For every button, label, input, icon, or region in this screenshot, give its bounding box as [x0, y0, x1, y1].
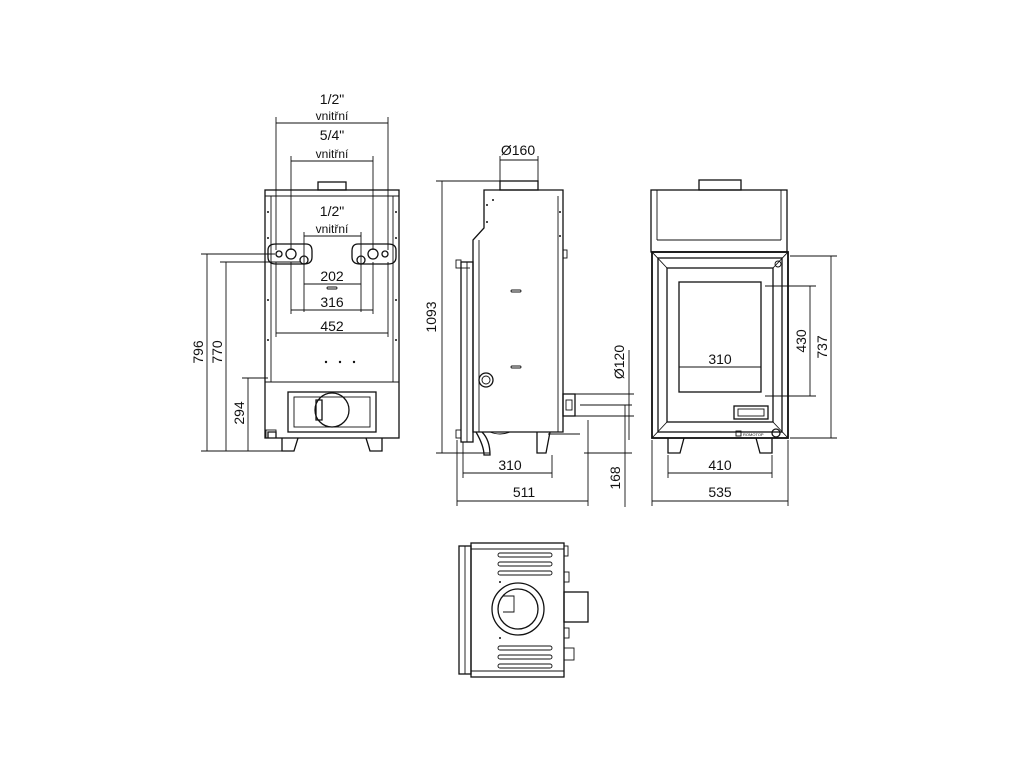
front-door-frame: [651, 251, 789, 439]
front-glass: [678, 281, 762, 393]
top-body-outline: [470, 542, 565, 678]
rear-dim-796: 796: [190, 340, 206, 364]
front-flue-collar: [698, 179, 742, 191]
front-upper-body: [650, 189, 788, 253]
rear-view: 1/2" vnitřní 5/4" vnitřní 1/2" vnitřní 2…: [190, 91, 400, 452]
side-body-outline: [472, 189, 564, 433]
rear-dim-294: 294: [231, 401, 247, 425]
rear-dimensions: 1/2" vnitřní 5/4" vnitřní 1/2" vnitřní 2…: [190, 91, 389, 452]
side-dimensions: Ø160 1093 Ø120 168 310: [423, 142, 634, 507]
front-dimensions: 310 430 737 410 535: [651, 255, 837, 506]
side-screw-dots: [486, 199, 561, 237]
rear-dim-316: 316: [320, 294, 344, 310]
rear-mid-note: vnitřní: [316, 147, 349, 161]
side-dim-511: 511: [513, 484, 536, 500]
rear-inlet-circle: [314, 392, 350, 428]
rear-screw-dots: [267, 211, 397, 364]
side-dim-310: 310: [498, 457, 522, 473]
side-dim-168: 168: [607, 466, 623, 490]
front-brand-plate: ROMOTOP: [743, 432, 764, 437]
rear-air-inlet-box: [287, 391, 377, 433]
front-dim-410: 410: [708, 457, 732, 473]
side-air-inlet-circle: [478, 372, 494, 388]
front-glass-width: 310: [708, 351, 732, 367]
rear-dim-452: 452: [320, 318, 344, 334]
front-view: ROMOTOP 310 430 737 410: [650, 179, 837, 506]
rear-flue-collar: [317, 181, 347, 191]
front-dim-430: 430: [793, 329, 809, 353]
side-view: Ø160 1093 Ø120 168 310: [423, 142, 634, 507]
top-rear-inlet: [563, 591, 589, 623]
rear-inner-note: vnitřní: [316, 222, 349, 236]
top-flue-inner: [497, 588, 539, 630]
side-flue-diameter: Ø160: [501, 142, 535, 158]
rear-mid-size: 5/4": [320, 127, 344, 143]
front-glass-frame: [666, 267, 774, 423]
side-flue-collar: [499, 180, 539, 191]
side-inlet-diameter: Ø120: [611, 345, 627, 379]
rear-top-size: 1/2": [320, 91, 344, 107]
top-vent-slots: [497, 552, 553, 669]
top-view: [458, 542, 589, 678]
rear-inner-size: 1/2": [320, 203, 344, 219]
top-flue-outer: [491, 582, 545, 636]
rear-right-fitting: [351, 243, 397, 265]
front-dim-535: 535: [708, 484, 732, 500]
rear-top-note: vnitřní: [316, 109, 349, 123]
front-air-slider: [733, 405, 769, 420]
front-dim-737: 737: [814, 335, 830, 359]
rear-dim-202: 202: [320, 268, 344, 284]
front-knob: [771, 428, 781, 438]
rear-dim-770: 770: [209, 340, 225, 364]
side-dim-1093: 1093: [423, 301, 439, 332]
